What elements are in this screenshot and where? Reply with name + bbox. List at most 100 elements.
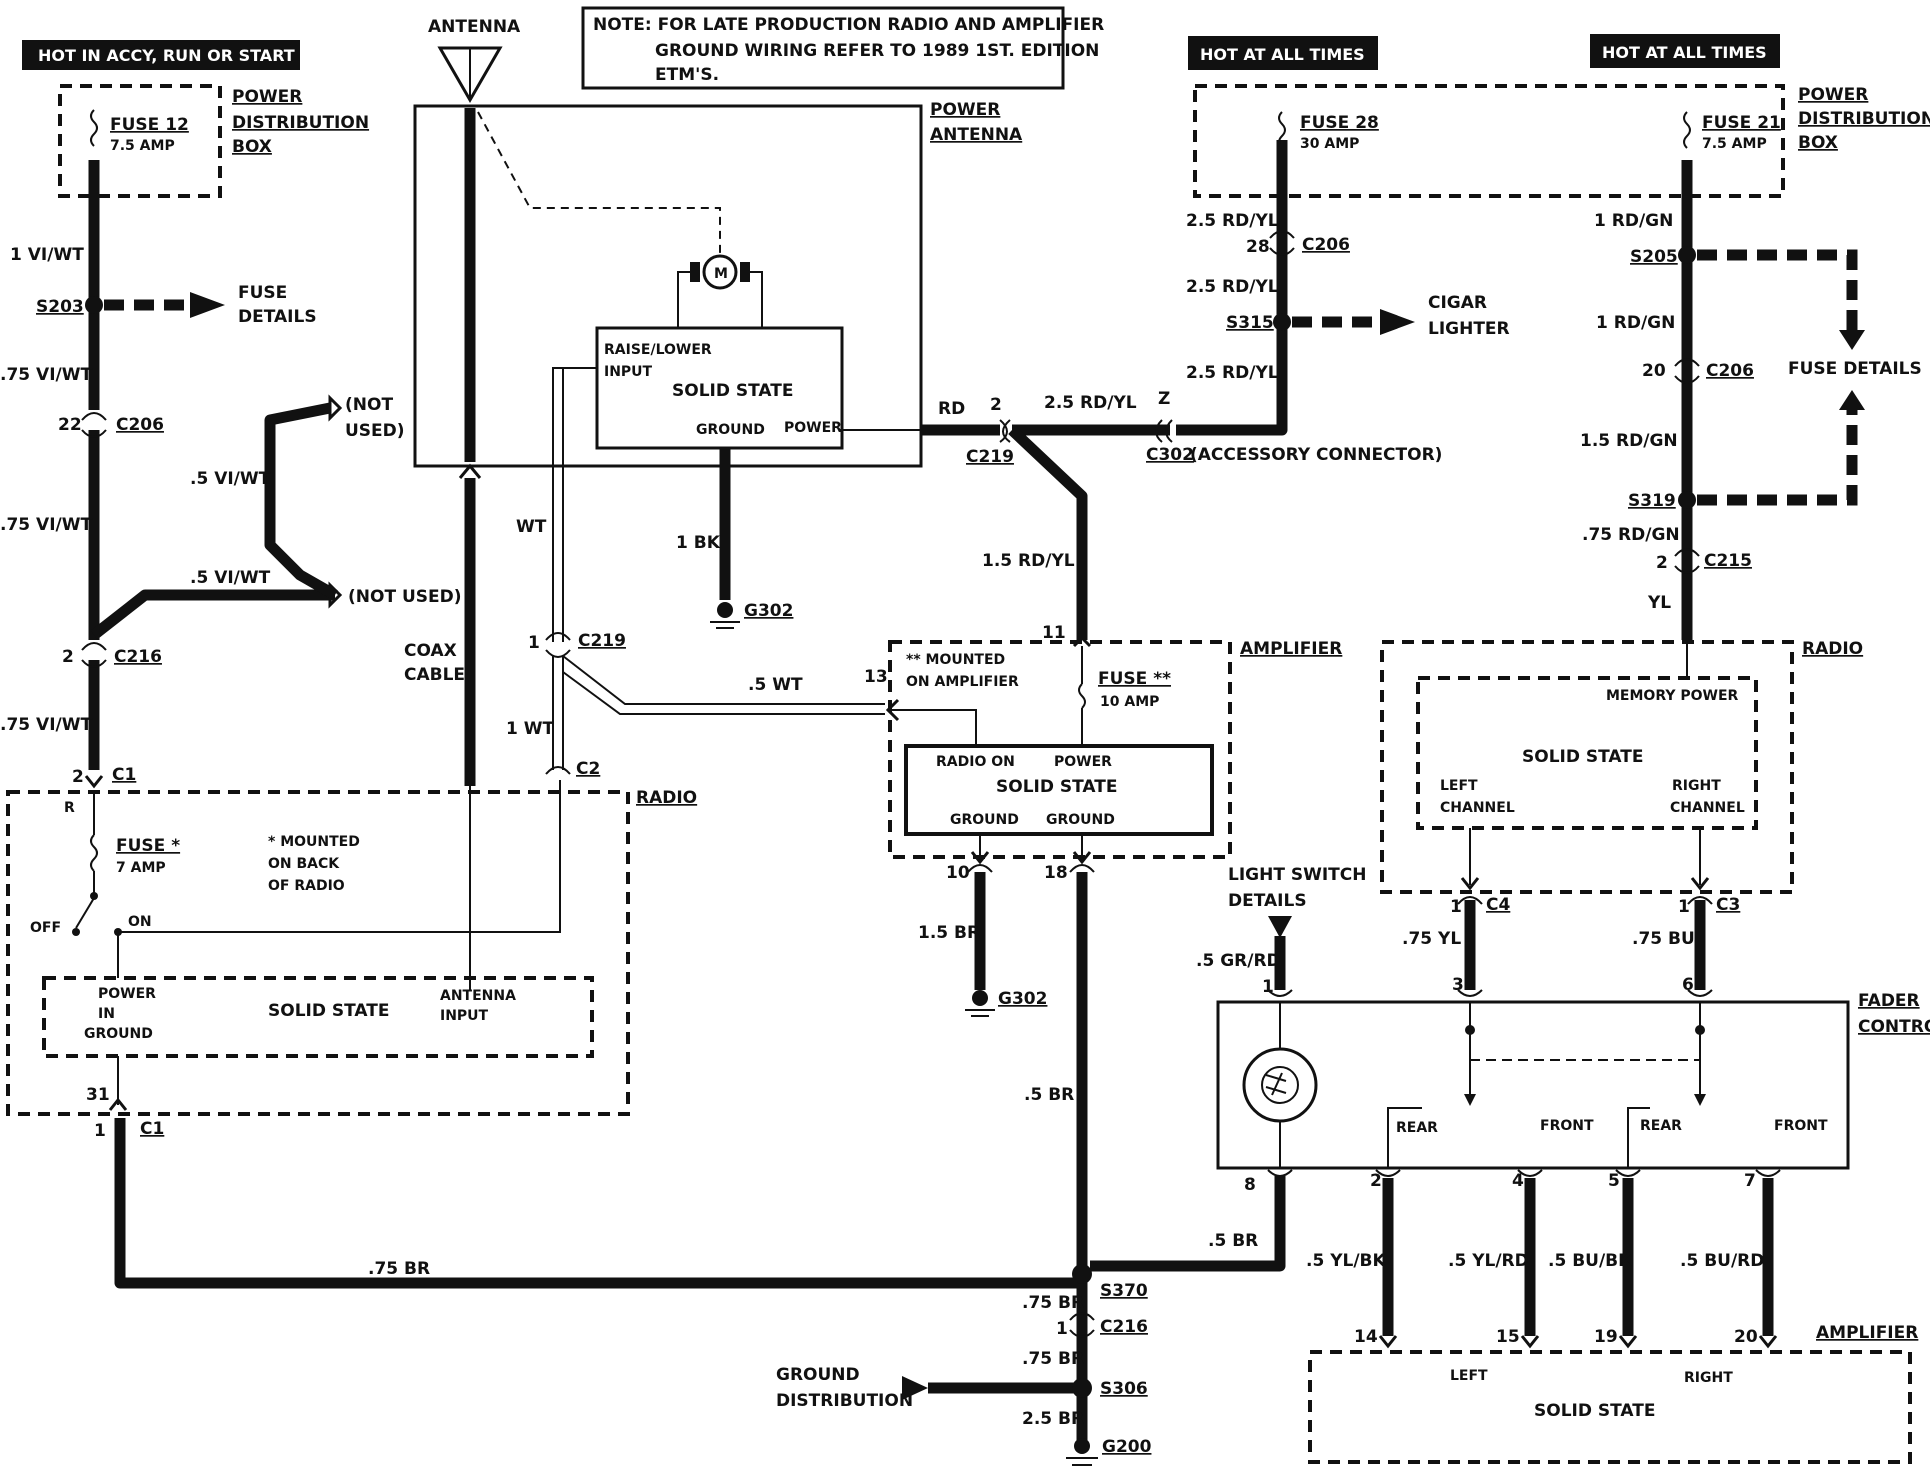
fuse-21-label: FUSE 21 bbox=[1702, 113, 1781, 133]
amp-mounted-1: ** MOUNTED bbox=[906, 652, 1005, 668]
lamp-icon bbox=[1242, 1047, 1318, 1123]
arrow-down-light-switch-icon bbox=[1268, 916, 1292, 938]
fuse-12-symbol bbox=[90, 109, 98, 147]
c219-b-label: C219 bbox=[966, 447, 1014, 467]
connector-c215 bbox=[1674, 548, 1700, 574]
amp-mounted-2: ON AMPLIFIER bbox=[906, 674, 1019, 690]
splice-s205 bbox=[1678, 246, 1696, 264]
wire-5-br-fader bbox=[1090, 1176, 1286, 1272]
note-line-3: ETM'S. bbox=[655, 65, 719, 85]
fader-front-1: FRONT bbox=[1540, 1118, 1594, 1134]
connector-c216-bottom bbox=[1069, 1312, 1095, 1338]
pdb-left-title-3: BOX bbox=[232, 137, 272, 157]
fuse-radio-label: FUSE * bbox=[116, 836, 180, 856]
amp-bottom-solid-state: SOLID STATE bbox=[1534, 1401, 1655, 1421]
fader-pin-2: 2 bbox=[1370, 1171, 1382, 1191]
c206-left-label: C206 bbox=[116, 415, 164, 435]
fuse-details-left-2: DETAILS bbox=[238, 307, 317, 327]
wire-label-5-wt: .5 WT bbox=[748, 675, 803, 695]
switch-on-label: ON bbox=[128, 914, 152, 930]
connector-c206-right bbox=[1674, 358, 1700, 384]
fuse-21-rating: 7.5 AMP bbox=[1702, 136, 1767, 152]
banner-hot-accy: HOT IN ACCY, RUN OR START bbox=[22, 40, 300, 70]
spk-pin-20: 20 bbox=[1734, 1327, 1758, 1347]
note-box: NOTE: FOR LATE PRODUCTION RADIO AND AMPL… bbox=[581, 6, 1104, 90]
wire-label-1-rd-gn-a: 1 RD/GN bbox=[1594, 211, 1673, 231]
wire-label-25-rd-yl-a: 2.5 RD/YL bbox=[1044, 393, 1137, 413]
fuse-21-symbol bbox=[1683, 111, 1691, 149]
wire-label-5-vi-wt-b: .5 VI/WT bbox=[190, 568, 271, 588]
radio-left-pin-31: 31 bbox=[86, 1085, 110, 1105]
antenna-ground-label: GROUND bbox=[696, 422, 765, 438]
wire-label-5-vi-wt-a: .5 VI/WT bbox=[190, 469, 271, 489]
amp-ground-2: GROUND bbox=[1046, 812, 1115, 828]
raise-lower-1: RAISE/LOWER bbox=[604, 342, 712, 358]
not-used-2: (NOT USED) bbox=[348, 587, 462, 607]
splice-s306 bbox=[1072, 1378, 1092, 1398]
spk-pin-14: 14 bbox=[1354, 1327, 1378, 1347]
coax-label-1: COAX bbox=[404, 641, 457, 661]
not-used-1a: (NOT bbox=[345, 395, 393, 415]
note-line-1: NOTE: FOR LATE PRODUCTION RADIO AND AMPL… bbox=[593, 15, 1104, 35]
amp-radio-on: RADIO ON bbox=[936, 754, 1015, 770]
ground-dist-1: GROUND bbox=[776, 1365, 860, 1385]
arrow-right-cigar-icon bbox=[1380, 309, 1415, 335]
fader-pot-left bbox=[1387, 1107, 1422, 1168]
wire-label-75-vi-wt-c: .75 VI/WT bbox=[0, 715, 92, 735]
antenna-label: ANTENNA bbox=[428, 17, 521, 37]
wire-label-75-vi-wt-b: .75 VI/WT bbox=[0, 515, 92, 535]
fuse-details-right: FUSE DETAILS bbox=[1788, 359, 1922, 379]
banner-hot-all-times-2: HOT AT ALL TIMES bbox=[1590, 34, 1780, 68]
fader-title-2: CONTROL bbox=[1858, 1017, 1930, 1037]
wire-label-1-wt: 1 WT bbox=[506, 719, 554, 739]
raise-lower-2: INPUT bbox=[604, 364, 653, 380]
c1-top-label: C1 bbox=[112, 765, 136, 785]
mounted-back-2: ON BACK bbox=[268, 856, 340, 872]
amp-power: POWER bbox=[1054, 754, 1112, 770]
connector-c219-b bbox=[999, 419, 1011, 443]
fader-pin-4: 4 bbox=[1512, 1171, 1524, 1191]
power-antenna-title-2: ANTENNA bbox=[930, 125, 1023, 145]
wire-label-75-rd-gn: .75 RD/GN bbox=[1582, 525, 1680, 545]
splice-s315-label: S315 bbox=[1226, 313, 1274, 333]
wire-radio-on-feed bbox=[118, 780, 561, 933]
right-channel-2: CHANNEL bbox=[1670, 800, 1745, 816]
wire-label-15-br: 1.5 BR bbox=[918, 923, 980, 943]
fader-pin-6: 6 bbox=[1682, 975, 1694, 995]
amp-bottom-left: LEFT bbox=[1450, 1368, 1488, 1384]
fuse-amp-rating: 10 AMP bbox=[1100, 694, 1159, 710]
ground-g200-icon bbox=[1074, 1438, 1090, 1454]
wire-15-rd-yl bbox=[1008, 425, 1088, 640]
wire-label-75-br-b: .75 BR bbox=[1022, 1293, 1084, 1313]
splice-s315 bbox=[1273, 313, 1291, 331]
ground-g200-label: G200 bbox=[1102, 1437, 1152, 1457]
wire-label-25-br: 2.5 BR bbox=[1022, 1409, 1084, 1429]
wire-label-5-bu-rd: .5 BU/RD bbox=[1680, 1251, 1764, 1271]
wire-label-rd: RD bbox=[938, 399, 965, 419]
connector-c206-mid bbox=[1269, 230, 1295, 256]
pdb-right-title-2: DISTRIBUTION bbox=[1798, 109, 1930, 129]
spk-pin-15: 15 bbox=[1496, 1327, 1520, 1347]
right-channel-1: RIGHT bbox=[1672, 778, 1721, 794]
radio-left-solid-state-text: SOLID STATE bbox=[268, 1001, 389, 1021]
radio-right-title: RADIO bbox=[1802, 639, 1863, 659]
fuse-radio-symbol bbox=[90, 834, 98, 872]
not-used-1b: USED) bbox=[345, 421, 405, 441]
c206-right-label: C206 bbox=[1706, 361, 1754, 381]
wire-label-5-yl-bk: .5 YL/BK bbox=[1306, 1251, 1387, 1271]
mechanical-link bbox=[477, 111, 721, 260]
splice-s319 bbox=[1678, 491, 1696, 509]
fuse-12-label: FUSE 12 bbox=[110, 115, 189, 135]
wire-label-1-bk: 1 BK bbox=[676, 533, 721, 553]
amp-pin-11: 11 bbox=[1042, 623, 1066, 643]
wire-label-75-yl: .75 YL bbox=[1402, 929, 1461, 949]
splice-s370-label: S370 bbox=[1100, 1281, 1148, 1301]
arrow-ground-distribution-icon bbox=[902, 1376, 928, 1400]
arrow-right-icon bbox=[190, 292, 225, 318]
wire-label-75-br-c: .75 BR bbox=[1022, 1349, 1084, 1369]
radio-right-solid-state-text: SOLID STATE bbox=[1522, 747, 1643, 767]
wire-5-wt-b bbox=[562, 671, 885, 715]
c219-a-label: C219 bbox=[578, 631, 626, 651]
note-line-2: GROUND WIRING REFER TO 1989 1ST. EDITION bbox=[655, 41, 1099, 61]
